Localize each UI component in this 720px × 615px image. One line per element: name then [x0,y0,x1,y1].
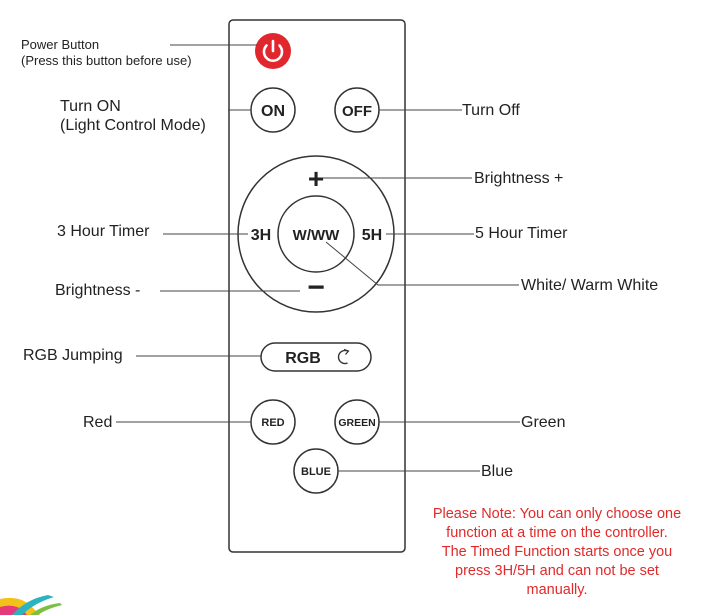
timer-5h-label: 5H [362,227,382,244]
white-warm-label: W/WW [293,227,340,244]
brightness-minus-label: − [307,271,325,304]
turn-off-label: Turn Off [462,102,520,119]
green-button[interactable]: GREEN [334,399,380,445]
brightness-plus-button[interactable]: + [300,163,332,194]
green-text: Green [521,414,566,431]
timer-5h-text: 5 Hour Timer [475,225,568,242]
on-button-label: ON [261,103,285,120]
cycle-icon [337,348,350,365]
off-button-label: OFF [342,103,372,120]
timer-3h-label: 3H [251,227,271,244]
rgb-jumping-text: RGB Jumping [23,347,123,364]
power-label-line2: (Press this button before use) [21,53,192,68]
brightness-minus-text: Brightness - [55,282,141,299]
turn-on-label-line1: Turn ON [60,98,121,115]
on-button[interactable]: ON [250,87,296,133]
timer-3h-button[interactable]: 3H [246,222,276,246]
leader-white-warm [325,241,519,286]
blue-button-label: BLUE [301,466,331,478]
red-button-label: RED [261,417,284,429]
note-line-1: Please Note: You can only choose one [432,506,682,522]
usage-note: Please Note: You can only choose one fun… [412,505,702,600]
leader-lines [116,44,520,472]
note-line-3: The Timed Function starts once you [441,544,673,560]
rgb-label: RGB [285,350,321,367]
turn-on-label-line2: (Light Control Mode) [60,117,206,134]
blue-button[interactable]: BLUE [293,448,339,494]
power-label-line1: Power Button [21,37,100,52]
white-warm-button[interactable]: W/WW [277,195,355,273]
red-text: Red [83,414,113,431]
brightness-minus-button[interactable]: − [300,271,332,304]
brightness-plus-label: + [308,163,324,194]
note-line-5: manually. [526,582,588,598]
timer-5h-button[interactable]: 5H [356,222,388,246]
note-line-4: press 3H/5H and can not be set [455,563,659,579]
brightness-plus-text: Brightness + [474,170,564,187]
rgb-jumping-button[interactable]: RGB [260,342,372,372]
red-button[interactable]: RED [250,399,296,445]
power-button[interactable] [255,33,291,69]
timer-3h-text: 3 Hour Timer [57,223,150,240]
green-button-label: GREEN [338,417,375,429]
off-button[interactable]: OFF [334,87,380,133]
decorative-corner-graphic [0,595,62,615]
blue-text: Blue [481,463,514,480]
note-line-2: function at a time on the controller. [446,525,668,541]
power-icon [262,39,284,62]
white-warm-text: White/ Warm White [521,277,659,294]
